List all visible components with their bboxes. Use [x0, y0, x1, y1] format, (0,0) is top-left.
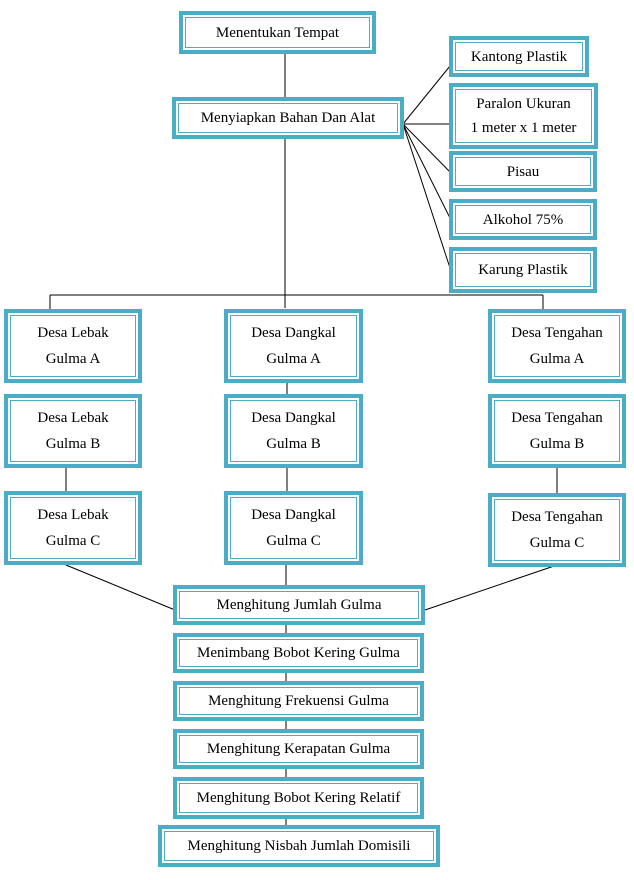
box-alkohol: Alkohol 75% — [449, 199, 597, 240]
box-label: Paralon Ukuran — [476, 96, 571, 112]
box-label: Alkohol 75% — [482, 211, 564, 228]
weed-label: Gulma C — [529, 535, 585, 551]
village-name: Desa Dangkal — [251, 410, 336, 426]
village-name: Desa Tengahan — [511, 410, 603, 426]
weed-label: Gulma B — [45, 436, 101, 452]
box-dangkal-gulma-a: Desa Dangkal Gulma A — [224, 309, 363, 383]
village-name: Desa Tengahan — [511, 325, 603, 341]
village-name: Desa Lebak — [37, 325, 109, 341]
box-tengahan-gulma-a: Desa Tengahan Gulma A — [488, 309, 626, 383]
box-step-bobot-kering: Menimbang Bobot Kering Gulma — [173, 633, 424, 673]
weed-label: Gulma A — [45, 351, 101, 367]
weed-label: Gulma A — [266, 351, 321, 367]
box-step-bobot-relatif: Menghitung Bobot Kering Relatif — [173, 777, 424, 819]
weed-label: Gulma A — [529, 351, 585, 367]
box-label: Pisau — [506, 163, 540, 180]
step-label: Menimbang Bobot Kering Gulma — [197, 645, 400, 661]
weed-label: Gulma B — [266, 436, 321, 452]
step-label: Menghitung Nisbah Jumlah Domisili — [187, 838, 411, 854]
box-paralon: Paralon Ukuran 1 meter x 1 meter — [449, 83, 598, 149]
box-lebak-gulma-c: Desa Lebak Gulma C — [4, 491, 142, 565]
box-tengahan-gulma-b: Desa Tengahan Gulma B — [488, 394, 626, 468]
box-dangkal-gulma-b: Desa Dangkal Gulma B — [224, 394, 363, 468]
box-tengahan-gulma-c: Desa Tengahan Gulma C — [488, 493, 626, 567]
box-label: Kantong Plastik — [470, 48, 568, 65]
step-label: Menghitung Bobot Kering Relatif — [196, 790, 401, 806]
village-name: Desa Lebak — [37, 507, 109, 523]
box-step-nisbah: Menghitung Nisbah Jumlah Domisili — [158, 825, 440, 867]
box-step-kerapatan: Menghitung Kerapatan Gulma — [173, 729, 424, 769]
box-label: Menentukan Tempat — [215, 24, 340, 41]
box-step-jumlah-gulma: Menghitung Jumlah Gulma — [173, 585, 425, 625]
box-kantong-plastik: Kantong Plastik — [449, 36, 589, 77]
village-name: Desa Lebak — [37, 410, 109, 426]
weed-label: Gulma B — [529, 436, 585, 452]
box-lebak-gulma-a: Desa Lebak Gulma A — [4, 309, 142, 383]
village-name: Desa Dangkal — [251, 507, 336, 523]
box-label-line2: 1 meter x 1 meter — [470, 120, 577, 136]
box-pisau: Pisau — [449, 151, 597, 192]
box-menyiapkan-bahan: Menyiapkan Bahan Dan Alat — [172, 97, 404, 139]
box-step-frekuensi: Menghitung Frekuensi Gulma — [173, 681, 424, 721]
box-dangkal-gulma-c: Desa Dangkal Gulma C — [224, 491, 363, 565]
village-name: Desa Dangkal — [251, 325, 336, 341]
weed-label: Gulma C — [266, 533, 321, 549]
village-name: Desa Tengahan — [511, 509, 603, 525]
step-label: Menghitung Frekuensi Gulma — [208, 693, 389, 709]
box-karung-plastik: Karung Plastik — [449, 247, 597, 293]
box-lebak-gulma-b: Desa Lebak Gulma B — [4, 394, 142, 468]
step-label: Menghitung Jumlah Gulma — [216, 597, 382, 613]
box-label: Karung Plastik — [478, 262, 568, 278]
box-label: Menyiapkan Bahan Dan Alat — [200, 110, 376, 126]
weed-label: Gulma C — [45, 533, 101, 549]
step-label: Menghitung Kerapatan Gulma — [206, 741, 391, 757]
box-menentukan-tempat: Menentukan Tempat — [179, 11, 376, 54]
